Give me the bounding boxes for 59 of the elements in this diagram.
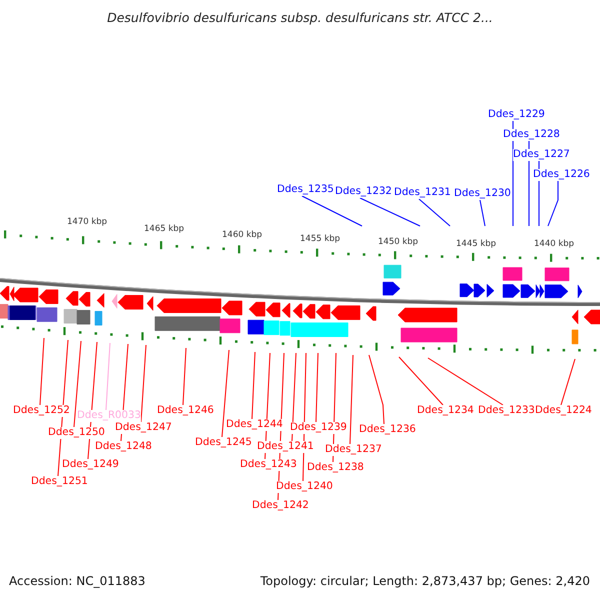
gene-label: Ddes_1244 — [226, 419, 283, 431]
gene-label: Ddes_1224 — [535, 405, 592, 417]
scale-label: 1470 kbp — [67, 217, 108, 227]
gene-label: Ddes_1248 — [95, 441, 152, 453]
scale-label: 1465 kbp — [144, 224, 184, 234]
chart-title: Desulfovibrio desulfuricans subsp. desulfuricans str. ATCC 2... — [106, 10, 494, 25]
leader-line — [74, 340, 82, 428]
gene-label: Ddes_1233 — [478, 405, 535, 417]
gene-label: Ddes_1228 — [503, 129, 560, 141]
footer-text: Accession: NC_011883 — [9, 574, 146, 588]
gene-label: Ddes_1250 — [48, 427, 105, 439]
gene-label: Ddes_1239 — [290, 422, 347, 434]
gene-label: Ddes_1236 — [359, 424, 416, 436]
gene-label: Ddes_1232 — [335, 186, 392, 198]
gene-label: Ddes_1235 — [277, 184, 334, 196]
leader-line — [428, 358, 504, 406]
leader-line — [528, 140, 530, 226]
gene-label: Ddes_1243 — [240, 459, 297, 471]
gene-label: Ddes_1238 — [307, 462, 364, 474]
leader-line — [40, 338, 44, 406]
leader-line — [480, 200, 486, 226]
leader-line — [368, 354, 384, 424]
gene-label: Ddes_1251 — [31, 476, 88, 488]
gene-label: Ddes_1240 — [276, 481, 333, 493]
leader-line — [560, 358, 576, 406]
gene-label: Ddes_1242 — [252, 500, 309, 512]
gene-label: Ddes_1241 — [257, 441, 314, 453]
leader-line — [350, 354, 354, 444]
scale-label: 1440 kbp — [534, 239, 574, 249]
gene-label: Ddes_1252 — [13, 405, 70, 417]
gene-label: Ddes_1246 — [157, 405, 214, 417]
leader-line — [398, 356, 444, 406]
gene-label: Ddes_1247 — [115, 422, 172, 434]
leader-line — [512, 120, 514, 226]
gene-label: Ddes_1249 — [62, 459, 119, 471]
leader-line — [182, 348, 186, 406]
gene-label: Ddes_1226 — [533, 169, 590, 181]
scale-label: 1450 kbp — [378, 237, 418, 247]
gene-label: Ddes_1231 — [394, 187, 451, 199]
leader-line — [548, 180, 558, 226]
leader-line — [106, 342, 110, 410]
scale-label: 1460 kbp — [222, 230, 262, 240]
footer-text: Topology: circular; Length: 2,873,437 bp; Genes: 2,420 — [260, 574, 590, 588]
leader-line — [360, 198, 420, 226]
gene-label: Ddes_1230 — [454, 188, 511, 200]
leader-line — [316, 352, 318, 422]
scale-label: 1445 kbp — [456, 239, 496, 249]
leader-line — [302, 196, 362, 226]
gene-label: Ddes_1229 — [488, 109, 545, 121]
leader-line — [252, 352, 256, 420]
gene-label: Ddes_1227 — [513, 149, 570, 161]
leader-line — [222, 350, 230, 438]
gene-label: Ddes_1245 — [195, 437, 252, 449]
gene-label: Ddes_1237 — [325, 444, 382, 456]
leader-line — [292, 352, 296, 442]
scale-label: 1455 kbp — [300, 234, 340, 244]
leader-line — [418, 198, 450, 226]
gene-label: Ddes_1234 — [417, 405, 474, 417]
gene-label: Ddes_R0033 — [77, 410, 141, 422]
